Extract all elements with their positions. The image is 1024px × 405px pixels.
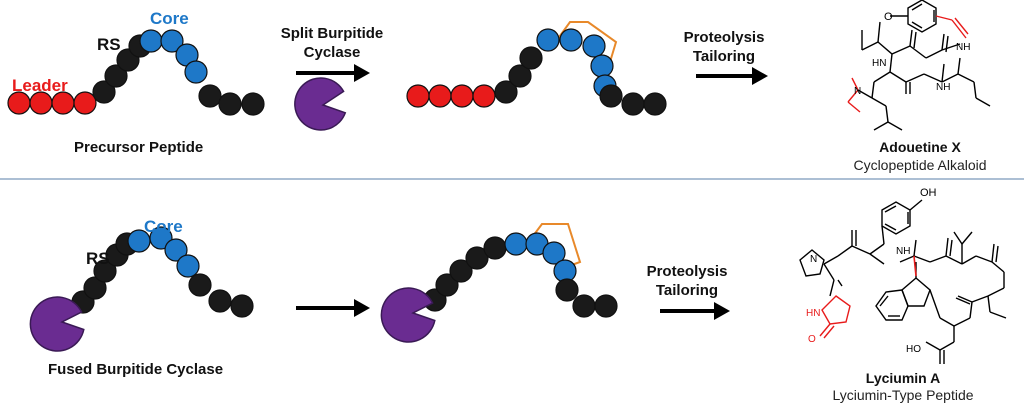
product-class: Cyclopeptide Alkaloid — [853, 157, 986, 173]
structure-atom-hn: HN — [806, 308, 820, 319]
pyroglutamate-ring — [819, 295, 851, 339]
right-arrow — [296, 64, 370, 82]
fused-cyclase-enzyme — [29, 296, 85, 352]
rs-residue-bead — [465, 246, 489, 270]
crosslinked-peptide-chain — [406, 21, 667, 116]
right-arrow — [660, 302, 730, 320]
core-residue-bead — [542, 241, 566, 265]
stereo-bond-highlight — [913, 255, 917, 277]
rs-residue-bead — [435, 273, 459, 297]
precursor-caption: Precursor Peptide — [74, 139, 203, 156]
core-residue-bead — [160, 29, 184, 53]
rs-residue-bead — [599, 84, 623, 108]
rs-residue-bead — [198, 84, 222, 108]
leader-residue-bead — [406, 84, 430, 108]
right-arrow — [696, 67, 768, 85]
rs-residue-bead — [483, 236, 507, 260]
right-arrow — [296, 299, 370, 317]
fused-cyclase-enzyme — [380, 287, 436, 343]
core-residue-bead — [504, 232, 528, 256]
leader-residue-bead — [29, 91, 53, 115]
step-label-line2: Tailoring — [656, 282, 718, 299]
rs-residue-bead — [208, 289, 232, 313]
split-cyclase-enzyme — [294, 77, 347, 131]
structure-atom-o: O — [808, 334, 816, 345]
structure-atom-nh: NH — [936, 82, 950, 93]
structure-atom-oh: OH — [920, 187, 937, 199]
structure-atom-n: N — [810, 254, 817, 265]
structure-atom-hn: HN — [872, 58, 886, 69]
rs-residue-bead — [241, 92, 265, 116]
adouetine-x-structure — [847, 0, 991, 131]
rs-residue-bead — [104, 64, 128, 88]
core-residue-bead — [536, 28, 560, 52]
enzyme-label-line1: Split Burpitide — [281, 25, 384, 42]
rs-residue-bead — [449, 259, 473, 283]
rs-residue-bead — [92, 80, 116, 104]
rs-residue-bead — [494, 80, 518, 104]
rs-residue-bead — [218, 92, 242, 116]
structure-atom-n: N — [854, 86, 861, 97]
rs-residue-bead — [230, 294, 254, 318]
fused-crosslinked-chain — [423, 223, 618, 318]
leader-residue-bead — [7, 91, 31, 115]
rs-residue-bead — [594, 294, 618, 318]
step-label-line2: Tailoring — [693, 48, 755, 65]
leader-residue-bead — [51, 91, 75, 115]
core-residue-bead — [139, 29, 163, 53]
step-label-line1: Proteolysis — [647, 263, 728, 280]
rs-label: RS — [97, 35, 121, 54]
core-label: Core — [144, 217, 183, 236]
crosslink-bond — [556, 21, 618, 83]
enzyme-label-line2: Cyclase — [304, 44, 361, 61]
enzyme-caption: Fused Burpitide Cyclase — [48, 361, 223, 378]
rs-residue-bead — [519, 46, 543, 70]
crosslink-bond — [526, 223, 582, 267]
core-residue-bead — [176, 254, 200, 278]
rs-label: RS — [86, 249, 110, 268]
leader-label: Leader — [12, 76, 68, 95]
structure-atom-nh: NH — [956, 42, 970, 53]
core-label: Core — [150, 9, 189, 28]
lyciumin-a-structure — [799, 199, 1007, 364]
leader-residue-bead — [428, 84, 452, 108]
fused-cyclase-chain — [71, 226, 254, 318]
rs-residue-bead — [643, 92, 667, 116]
rs-residue-bead — [508, 64, 532, 88]
structure-atom-nh: NH — [896, 246, 910, 257]
rs-residue-bead — [555, 278, 579, 302]
precursor-peptide-chain — [7, 29, 265, 116]
leader-residue-bead — [450, 84, 474, 108]
product-name: Lyciumin A — [866, 370, 940, 386]
core-residue-bead — [164, 238, 188, 262]
rs-residue-bead — [93, 259, 117, 283]
product-name: Adouetine X — [879, 139, 961, 155]
rs-residue-bead — [621, 92, 645, 116]
step-label-line1: Proteolysis — [684, 29, 765, 46]
leader-residue-bead — [472, 84, 496, 108]
structure-atom-ho: HO — [906, 344, 921, 355]
rs-residue-bead — [572, 294, 596, 318]
product-class: Lyciumin-Type Peptide — [832, 387, 973, 403]
structure-atom-o: O — [884, 11, 893, 23]
core-residue-bead — [184, 60, 208, 84]
core-residue-bead — [559, 28, 583, 52]
core-residue-bead — [590, 54, 614, 78]
rs-residue-bead — [83, 276, 107, 300]
rs-residue-bead — [188, 273, 212, 297]
core-residue-bead — [582, 34, 606, 58]
leader-residue-bead — [73, 91, 97, 115]
